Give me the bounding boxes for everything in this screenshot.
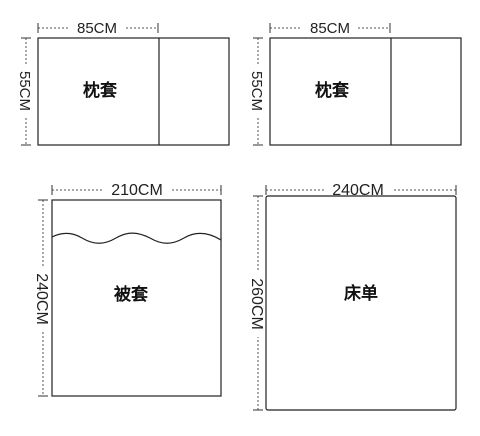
pillowcase-2-width-label: 85CM (310, 20, 350, 37)
pillowcase-2-outline (269, 37, 462, 146)
bed-sheet-width-label: 240CM (332, 182, 384, 199)
pillowcase-1-width-label: 85CM (77, 20, 117, 37)
bed-sheet-outline (265, 195, 457, 411)
bed-sheet-diagram: 240CM 260CM 床单 (248, 179, 457, 411)
pillowcase-1-outline (37, 37, 230, 146)
duvet-cover-outline (51, 199, 222, 397)
pillowcase-1-diagram: 85CM 55CM 枕套 (16, 18, 230, 146)
pillowcase-1-name: 枕套 (83, 80, 118, 101)
duvet-cover-diagram: 210CM 240CM 被套 (33, 179, 222, 397)
pillowcase-2-name: 枕套 (315, 80, 350, 101)
pillowcase-1-height-label: 55CM (16, 71, 33, 111)
bed-sheet-name: 床单 (344, 283, 378, 304)
bed-sheet-height-label: 260CM (248, 278, 265, 330)
duvet-cover-width-label: 210CM (111, 182, 163, 199)
duvet-cover-wave-line (51, 232, 222, 244)
pillowcase-2-height-label: 55CM (248, 71, 265, 111)
pillowcase-2-diagram: 85CM 55CM 枕套 (248, 18, 462, 146)
duvet-cover-name: 被套 (114, 284, 149, 305)
duvet-cover-height-label: 240CM (33, 273, 50, 325)
